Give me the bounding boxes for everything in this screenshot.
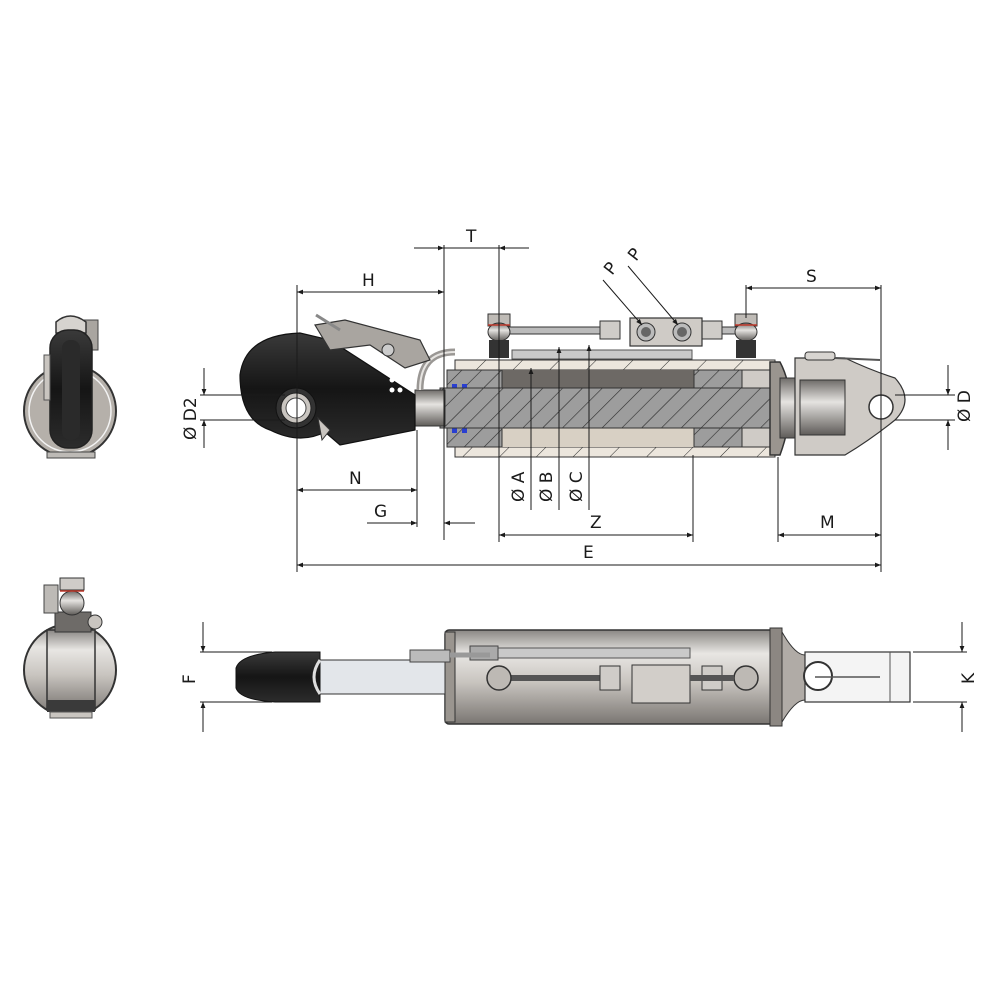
label-P-1: P bbox=[600, 259, 622, 279]
label-Z: Z bbox=[590, 513, 602, 533]
label-T: T bbox=[465, 227, 477, 247]
label-A: Ø A bbox=[509, 471, 529, 502]
label-P-2: P bbox=[624, 245, 646, 265]
label-F: F bbox=[180, 674, 200, 684]
label-D: Ø D bbox=[955, 390, 975, 422]
side-section-view bbox=[239, 313, 906, 458]
label-H: H bbox=[362, 271, 375, 291]
end-view-top bbox=[23, 315, 117, 459]
label-E: E bbox=[583, 543, 594, 563]
label-D2: Ø D2 bbox=[181, 397, 201, 440]
label-B: Ø B bbox=[537, 472, 557, 502]
top-view bbox=[235, 627, 911, 727]
label-C: Ø C bbox=[567, 471, 587, 502]
label-N: N bbox=[349, 469, 362, 489]
valve-block-top bbox=[631, 664, 691, 704]
banjo-fitting-right bbox=[734, 313, 758, 358]
end-view-bottom bbox=[23, 577, 117, 719]
label-K: K bbox=[959, 672, 979, 684]
clevis-end bbox=[779, 351, 906, 456]
label-S: S bbox=[806, 267, 817, 287]
dimension-lines bbox=[200, 245, 967, 732]
label-G: G bbox=[374, 502, 387, 522]
label-M: M bbox=[820, 513, 835, 533]
quick-hook bbox=[239, 313, 431, 446]
